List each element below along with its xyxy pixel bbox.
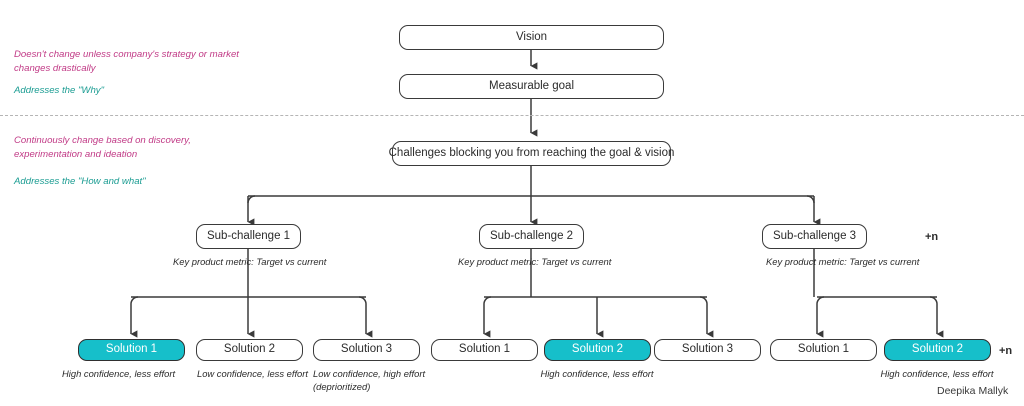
caption-solution-g2-2: High confidence, less effort (540, 368, 654, 379)
node-solution-g1-1[interactable]: Solution 1 (78, 339, 185, 361)
caption-sub-challenge-2-metric: Key product metric: Target vs current (458, 256, 612, 267)
section-divider (0, 115, 1024, 116)
node-solution-g2-3[interactable]: Solution 3 (654, 339, 761, 361)
sub-challenges-more-label: +n (925, 231, 939, 243)
caption-solution-g3-2: High confidence, less effort (880, 368, 994, 379)
node-solution-g3-2[interactable]: Solution 2 (884, 339, 991, 361)
node-sub-challenge-2[interactable]: Sub-challenge 2 (479, 224, 584, 249)
caption-solution-g1-3: Low confidence, high effort (deprioritiz… (313, 368, 426, 392)
node-solution-g3-1[interactable]: Solution 1 (770, 339, 877, 361)
node-vision[interactable]: Vision (399, 25, 664, 50)
node-solution-g2-2[interactable]: Solution 2 (544, 339, 651, 361)
caption-solution-g1-2: Low confidence, less effort (197, 368, 308, 379)
node-solution-g1-2[interactable]: Solution 2 (196, 339, 303, 361)
annotation-why-note: Addresses the "Why" (14, 85, 104, 96)
caption-sub-challenge-1-metric: Key product metric: Target vs current (173, 256, 327, 267)
author-signature: Deepika Mallyk (937, 385, 1009, 397)
solutions-more-label: +n (999, 345, 1013, 357)
annotation-strategy-note: Doesn't change unless company's strategy… (14, 49, 239, 74)
node-solution-g1-3[interactable]: Solution 3 (313, 339, 420, 361)
node-sub-challenge-1[interactable]: Sub-challenge 1 (196, 224, 301, 249)
caption-sub-challenge-3-metric: Key product metric: Target vs current (766, 256, 920, 267)
caption-solution-g1-1: High confidence, less effort (62, 368, 176, 379)
annotation-how-what-note: Addresses the "How and what" (14, 176, 146, 187)
node-challenges[interactable]: Challenges blocking you from reaching th… (389, 141, 674, 166)
annotation-discovery-note: Continuously change based on discovery, … (14, 135, 191, 160)
node-measurable-goal[interactable]: Measurable goal (399, 74, 664, 99)
node-solution-g2-1[interactable]: Solution 1 (431, 339, 538, 361)
node-sub-challenge-3[interactable]: Sub-challenge 3 (762, 224, 867, 249)
